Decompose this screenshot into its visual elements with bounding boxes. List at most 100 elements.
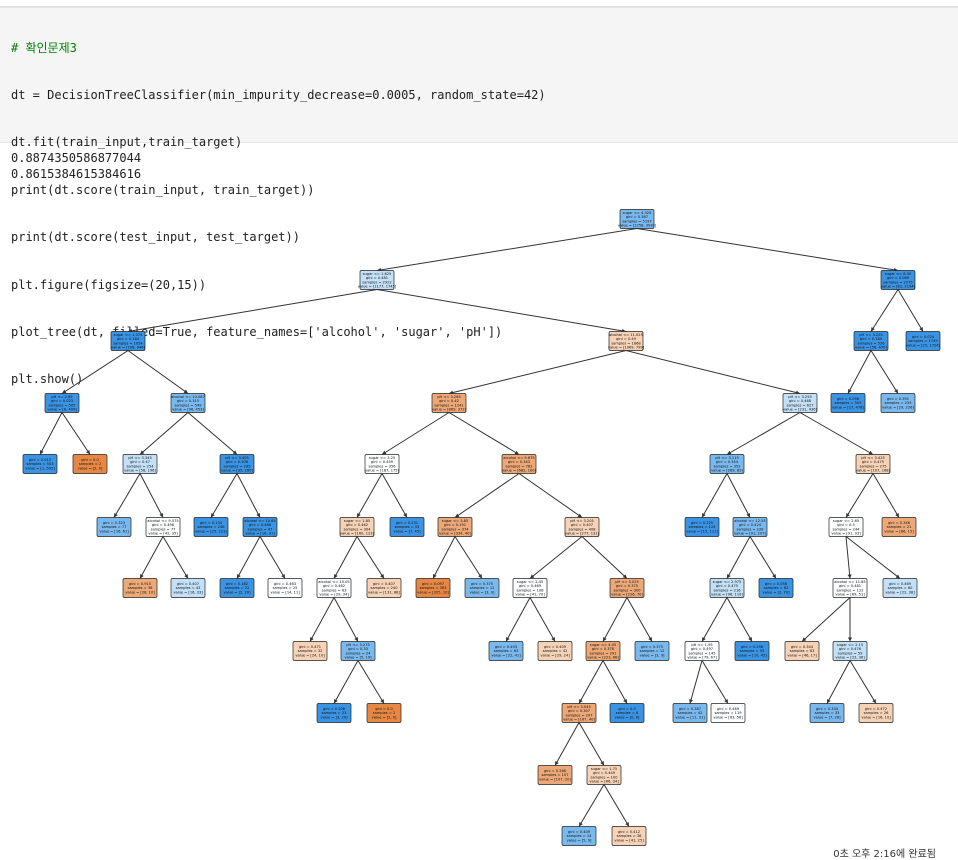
tree-node-box (122, 454, 158, 474)
tree-node-box (292, 641, 328, 661)
tree-node-text: sugar <= 2.15 (837, 643, 863, 647)
tree-node-text: samples = 59 (838, 651, 864, 655)
tree-edge (356, 473, 383, 518)
tree-node-text: sugar <= 2.65 (833, 519, 859, 523)
tree-node-box (609, 703, 645, 723)
tree-node-text: pH <= 3.115 (715, 456, 739, 460)
tree-node-text: value = [108, 946] (111, 345, 146, 349)
tree-node-text: gini = 0.475 (716, 584, 738, 588)
tree-edge (603, 784, 630, 827)
tree-node-text: gini = 0.476 (839, 647, 862, 651)
tree-edge (259, 536, 286, 579)
tree-node-box (316, 578, 352, 598)
tree-node-text: gini = 0.468 (789, 399, 812, 403)
tree-node-text: value = [869, 372] (432, 407, 467, 411)
tree-edge-arrowhead (357, 513, 361, 518)
tree-node-text: samples = 100 (590, 775, 618, 779)
tree-node-text: value = [16, 33] (173, 590, 203, 594)
tree-node-text: gini = 0.915 (129, 582, 151, 586)
tree-edge-arrowhead (140, 574, 144, 579)
tree-edge-arrowhead (846, 513, 850, 518)
tree-node-text: samples = 254 (126, 464, 154, 468)
tree-node-text: samples = 627 (786, 403, 813, 407)
tree-edge (872, 473, 900, 518)
tree-node-text: value = [29, 34] (319, 592, 349, 596)
tree-node-text: gini = 0.058 (765, 582, 788, 586)
tree-node-box (832, 578, 868, 598)
tree-edge (432, 536, 456, 579)
tree-edge-arrowhead (702, 637, 706, 642)
tree-node-text: samples = 216 (713, 588, 741, 592)
tree-node-text: samples = 52 (395, 525, 420, 529)
tree-node-text: samples = 5197 (622, 219, 651, 223)
tree-edge (139, 473, 164, 518)
tree-edge (602, 660, 628, 704)
tree-node-text: samples = 145 (688, 651, 715, 655)
tree-node-box (537, 765, 573, 785)
tree-node-text: alcohol <= 10.087 (171, 395, 205, 399)
tree-node-text: samples = 26 (864, 711, 890, 715)
tree-node-text: samples = 119 (714, 711, 742, 715)
tree-node-text: gini = 0.49 (616, 337, 637, 341)
tree-node-text: samples = 549 (174, 403, 202, 407)
tree-node-text: samples = 503 (26, 462, 53, 466)
tree-node-text: value = [11, 31] (675, 715, 705, 719)
tree-edge (554, 722, 580, 766)
code-cell[interactable]: # 확인문제3 dt = DecisionTreeClassifier(min_… (0, 7, 958, 386)
tree-node-text: value = [22, 38] (885, 590, 915, 594)
tree-node-box (784, 641, 820, 661)
tree-node-text: samples = 505 (834, 401, 861, 405)
tree-node-box (364, 454, 400, 474)
tree-node-text: samples = 300 (613, 588, 641, 592)
tree-edge (529, 597, 556, 642)
tree-node-text: sugar <= 1.375 (114, 333, 143, 337)
tree-node-text: value = [1177, 1745] (358, 284, 397, 288)
tree-edge-arrowhead (603, 637, 607, 642)
tree-edge (849, 660, 877, 704)
tree-node-text: gini = 0.208 (323, 707, 346, 711)
tree-edges (39, 228, 924, 827)
tree-node-text: samples = 108 (516, 588, 544, 592)
test-score-output: 0.8615384615384616 (11, 166, 142, 181)
tree-node-text: value = [81, 2194] (881, 284, 916, 288)
tree-node-text: samples = 122 (836, 588, 863, 592)
tree-edge (726, 473, 751, 518)
tree-node-box (734, 641, 770, 661)
tree-node-text: samples = 33 (815, 711, 840, 715)
tree-node-box (585, 641, 621, 661)
tree-edge-arrowhead (232, 450, 237, 455)
tree-edge-arrowhead (514, 450, 519, 455)
tree-node-text: gini = 0.466 (249, 523, 272, 527)
tree-edge (448, 412, 520, 455)
tree-node-text: value = [160, 123] (340, 531, 375, 535)
tree-node-text: value = [7, 45] (393, 529, 421, 533)
tree-node-box (464, 578, 500, 598)
code-editor[interactable]: # 확인문제3 dt = DecisionTreeClassifier(min_… (11, 9, 546, 420)
tree-node-text: pH <= 3.025 (615, 580, 639, 584)
tree-node-box (732, 517, 768, 537)
tree-node-text: value = [35, 260] (221, 468, 253, 472)
tree-edge (726, 412, 801, 455)
tree-node-text: pH <= 3.255 (859, 333, 883, 337)
tree-edge-arrowhead (403, 513, 407, 518)
tree-node-text: gini = 0.0 (81, 458, 99, 462)
tree-node-text: samples = 352 (713, 464, 740, 468)
tree-edge (39, 412, 63, 455)
tree-node-text: alcohol <= 9.675 (503, 456, 534, 460)
tree-node-text: value = [41, 25] (614, 838, 644, 842)
tree-node-text: value = [3, 9] (640, 653, 665, 657)
tree-node-text: samples = 526 (857, 341, 885, 345)
tree-node-text: gini = 0.391 (887, 397, 909, 401)
tree-node-text: value = [79, 67] (687, 655, 717, 659)
tree-edge-arrowhead (772, 574, 776, 579)
